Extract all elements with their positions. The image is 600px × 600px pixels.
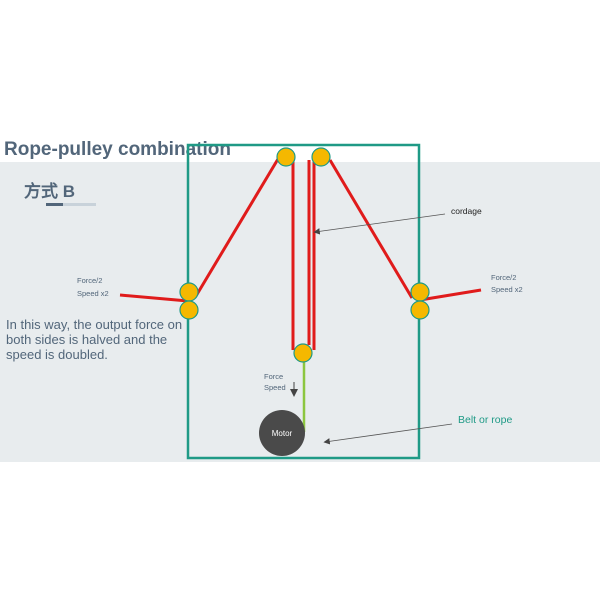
cordage-arrow: [313, 213, 446, 235]
left-force-label: Force/2: [77, 276, 102, 285]
slide-title: Rope-pulley combination: [4, 139, 231, 160]
progress-bar: [46, 203, 96, 206]
belt-label: Belt or rope: [458, 414, 512, 426]
progress-fill: [46, 203, 63, 206]
moving-pulley: [293, 343, 313, 363]
right-speed-label: Speed x2: [491, 285, 523, 294]
cordage-label: cordage: [451, 206, 482, 216]
middle-speed-label: Speed: [264, 383, 286, 392]
right-upper-pulley: [410, 282, 430, 302]
left-upper-pulley: [179, 282, 199, 302]
description-text: In this way, the output force on both si…: [6, 317, 183, 362]
left-output-rope: [119, 293, 189, 303]
pulleys: [179, 147, 430, 363]
right-lower-pulley: [410, 300, 430, 320]
left-lower-pulley: [179, 300, 199, 320]
top-right-pulley: [311, 147, 331, 167]
motor: [259, 410, 305, 456]
motor-label: Motor: [272, 429, 293, 438]
right-diagonal-rope: [328, 159, 414, 299]
right-output-rope: [419, 288, 482, 302]
left-diagonal-rope: [194, 153, 283, 297]
background-band: [0, 162, 600, 462]
top-left-pulley: [276, 147, 296, 167]
middle-force-label: Force: [264, 372, 283, 381]
slide-subtitle: 方式 B: [24, 182, 75, 201]
right-force-label: Force/2: [491, 273, 516, 282]
rope-lines: [119, 153, 482, 350]
left-speed-label: Speed x2: [77, 289, 109, 298]
belt-arrow: [323, 423, 453, 445]
